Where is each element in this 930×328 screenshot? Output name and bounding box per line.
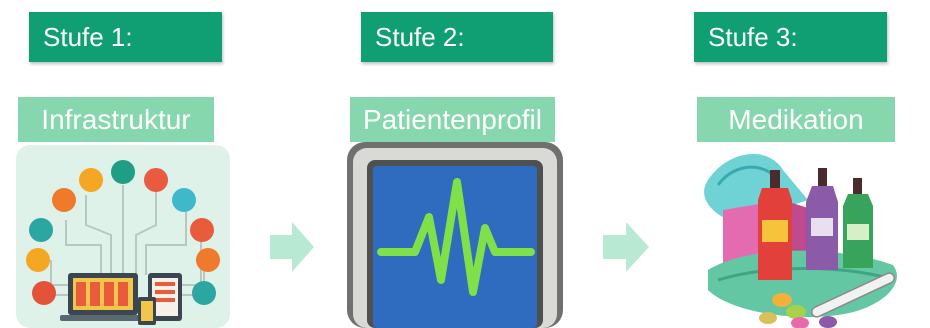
arrow-right-icon [270, 222, 314, 272]
heart-monitor-illustration [347, 142, 563, 328]
pulse-line [377, 178, 535, 296]
stage-1-header-text: Stufe 1: [43, 22, 133, 52]
stage-1-header: Stufe 1: [29, 12, 222, 62]
arrow-right-icon [603, 222, 649, 272]
stage-3-header: Stufe 3: [694, 12, 887, 62]
stage-1-label: Infrastruktur [18, 97, 214, 142]
stage-3-header-text: Stufe 3: [708, 22, 798, 52]
devices-network-illustration [16, 145, 230, 328]
app-icons [26, 160, 220, 305]
stage-2-label: Patientenprofil [350, 97, 555, 142]
stage-2-header-text: Stufe 2: [375, 22, 465, 52]
medication-illustration [704, 153, 897, 328]
stage-3-label: Medikation [697, 97, 895, 142]
stage-2-header: Stufe 2: [361, 12, 553, 62]
